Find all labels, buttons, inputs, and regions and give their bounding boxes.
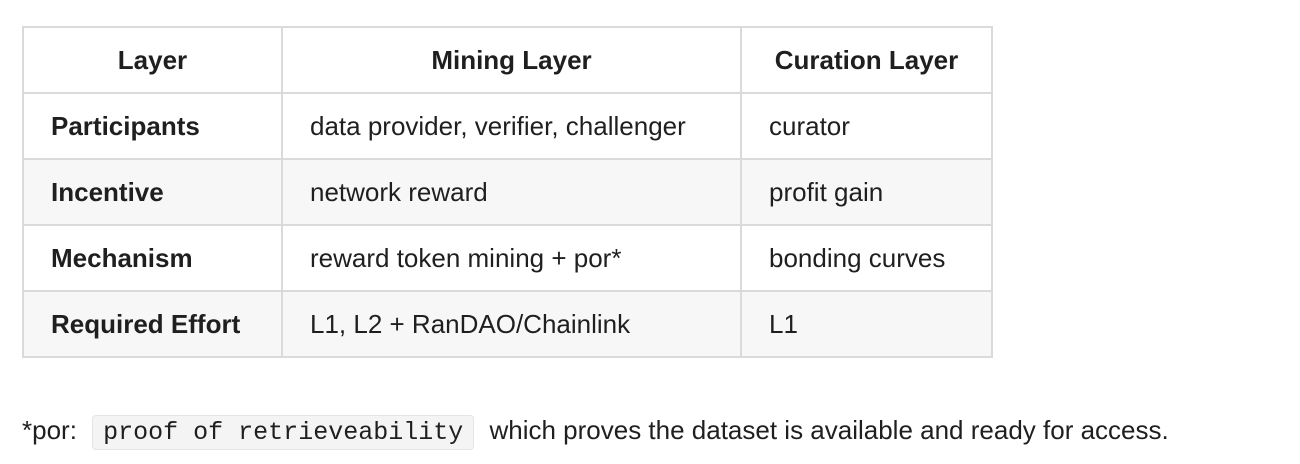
- footnote: *por: proof of retrieveability which pro…: [22, 410, 1169, 453]
- row-header-required-effort: Required Effort: [22, 290, 283, 358]
- table-row: Participants data provider, verifier, ch…: [22, 92, 993, 160]
- column-header-layer: Layer: [22, 26, 283, 94]
- table-cell: L1: [740, 290, 993, 358]
- column-header-mining-layer: Mining Layer: [281, 26, 742, 94]
- footnote-prefix: *por:: [22, 415, 77, 445]
- row-header-incentive: Incentive: [22, 158, 283, 226]
- table-row: Incentive network reward profit gain: [22, 158, 993, 226]
- table-cell: network reward: [281, 158, 742, 226]
- table-cell: data provider, verifier, challenger: [281, 92, 742, 160]
- table-cell: L1, L2 + RanDAO/Chainlink: [281, 290, 742, 358]
- footnote-text: which proves the dataset is available an…: [489, 415, 1169, 445]
- inline-code: proof of retrieveability: [92, 415, 475, 450]
- table-row: Mechanism reward token mining + por* bon…: [22, 224, 993, 292]
- comparison-table: Layer Mining Layer Curation Layer Partic…: [22, 26, 993, 358]
- table-cell: bonding curves: [740, 224, 993, 292]
- table-header-row: Layer Mining Layer Curation Layer: [22, 26, 993, 94]
- table-cell: reward token mining + por*: [281, 224, 742, 292]
- table-cell: profit gain: [740, 158, 993, 226]
- table-row: Required Effort L1, L2 + RanDAO/Chainlin…: [22, 290, 993, 358]
- row-header-participants: Participants: [22, 92, 283, 160]
- row-header-mechanism: Mechanism: [22, 224, 283, 292]
- column-header-curation-layer: Curation Layer: [740, 26, 993, 94]
- table-cell: curator: [740, 92, 993, 160]
